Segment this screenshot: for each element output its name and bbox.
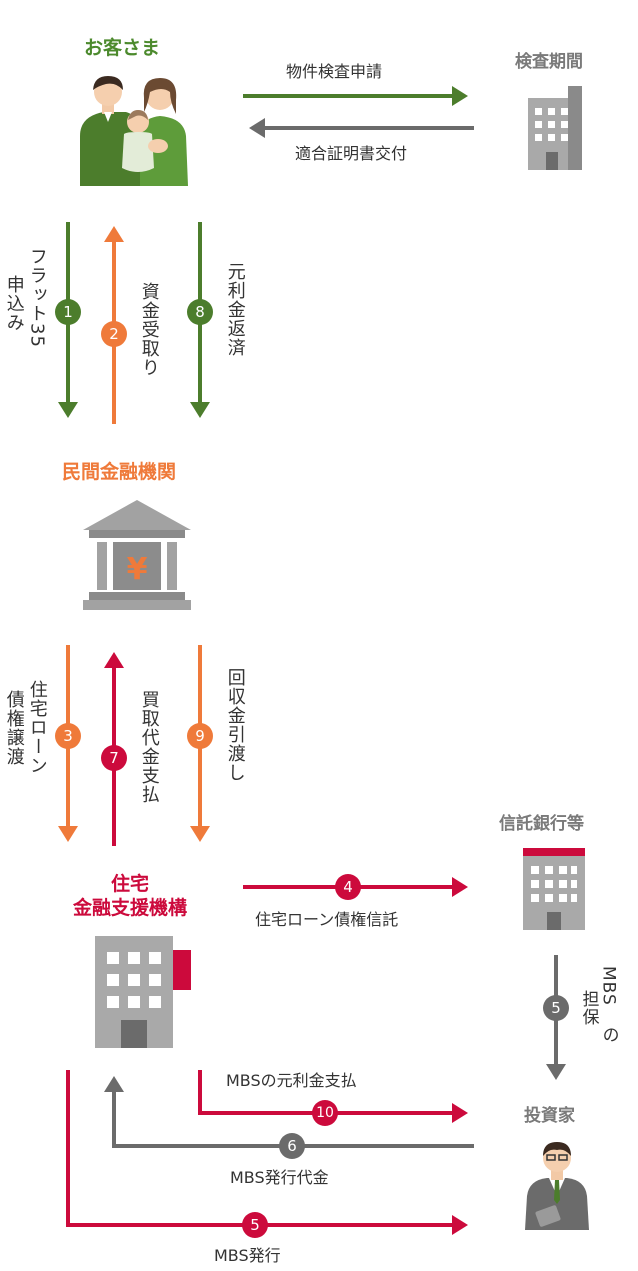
node-jhf: 住宅 金融支援機構 <box>40 873 220 921</box>
badge-4: 4 <box>335 874 361 900</box>
badge-1: 1 <box>55 299 81 325</box>
bank-icon: ¥ <box>83 500 191 610</box>
office-building-icon <box>95 936 191 1048</box>
label-f3-a: 住宅ローン <box>26 680 48 775</box>
arrow-6-left <box>104 1076 474 1148</box>
label-f5a-a: MBS <box>598 966 619 1006</box>
node-customer: お客さま <box>84 37 161 59</box>
label-f5b: MBS発行 <box>214 1246 281 1265</box>
trust-building-icon <box>523 848 585 930</box>
label-f7: 買取代金支払 <box>138 690 160 804</box>
label-f10: MBSの元利金支払 <box>226 1071 357 1090</box>
label-f6: MBS発行代金 <box>230 1168 329 1187</box>
badge-10: 10 <box>312 1100 338 1126</box>
building-icon <box>528 86 582 170</box>
family-icon <box>80 76 188 186</box>
node-jhf-line2: 金融支援機構 <box>72 896 187 919</box>
label-f8: 元利金返済 <box>224 262 246 357</box>
badge-6: 6 <box>279 1133 305 1159</box>
badge-5-mbs-issue: 5 <box>242 1212 268 1238</box>
node-trust-bank: 信託銀行等 <box>499 814 584 834</box>
label-certificate-issue: 適合証明書交付 <box>295 144 408 163</box>
investor-icon <box>525 1142 589 1230</box>
label-f5a-b: の <box>598 1026 619 1044</box>
node-private-bank: 民間金融機関 <box>62 461 177 483</box>
node-inspection: 検査期間 <box>515 52 583 72</box>
badge-3: 3 <box>55 723 81 749</box>
badge-5-collateral: 5 <box>543 995 569 1021</box>
badge-9: 9 <box>187 723 213 749</box>
node-investor: 投資家 <box>524 1106 575 1126</box>
label-f1-a: フラット35 <box>26 247 48 348</box>
badge-7: 7 <box>101 745 127 771</box>
label-f1-b: 申込み <box>3 275 25 332</box>
svg-text:¥: ¥ <box>127 552 148 587</box>
badge-2: 2 <box>101 321 127 347</box>
label-f4: 住宅ローン債権信託 <box>255 910 399 929</box>
label-f5a-c: 担保 <box>578 990 599 1026</box>
arrow-10-right <box>198 1070 468 1123</box>
badge-8: 8 <box>187 299 213 325</box>
node-jhf-line1: 住宅 <box>110 873 149 895</box>
label-inspection-request: 物件検査申請 <box>286 62 383 81</box>
label-f3-b: 債権譲渡 <box>3 690 25 766</box>
label-f9: 回収金引渡し <box>224 668 246 782</box>
arrow-inspection-request <box>243 86 468 106</box>
arrow-certificate-issue <box>249 118 474 138</box>
arrow-5-mbs-issue <box>66 1070 468 1235</box>
label-f2: 資金受取り <box>138 282 160 377</box>
